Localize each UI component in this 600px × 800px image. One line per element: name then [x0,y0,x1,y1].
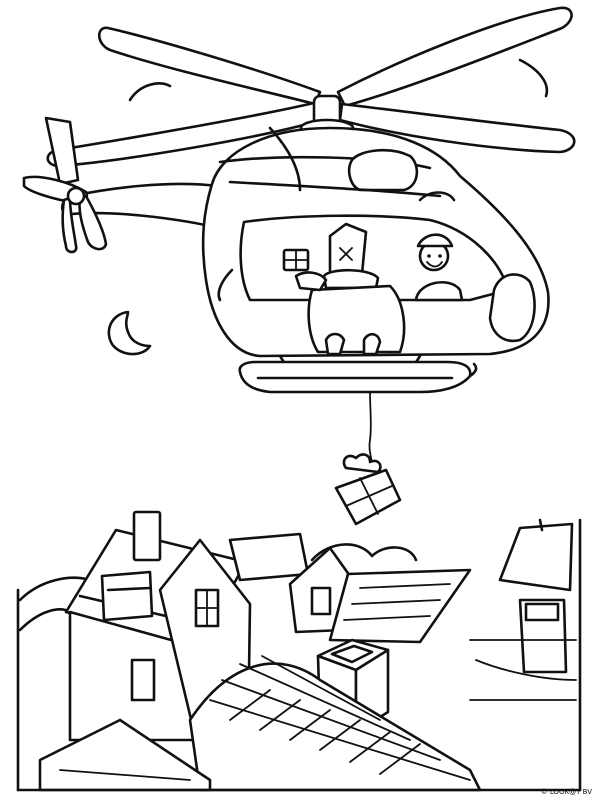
town [16,510,582,792]
house-right [469,518,577,701]
falling-gift [334,453,402,526]
landing-skids [238,354,478,394]
pilot [414,233,464,302]
house-middle [228,532,472,644]
crescent-mark [107,310,152,356]
copyright-label: © LOOK@T BV [540,788,592,796]
tail [22,116,238,254]
house-left [64,510,252,742]
main-rotor [46,6,576,168]
tiled-roof [38,655,482,792]
helicopter [22,6,576,526]
rope [368,391,373,467]
sinterklaas [282,222,406,356]
